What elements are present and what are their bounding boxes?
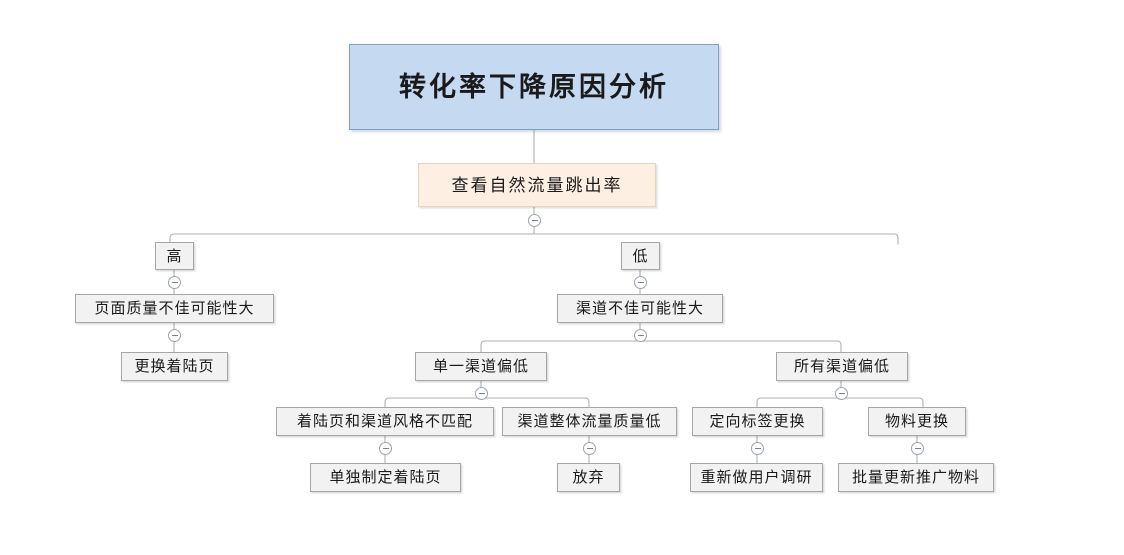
collapse-minus-circle-icon-low[interactable]	[634, 276, 647, 289]
node-replace-landing-page[interactable]: 更换着陆页	[121, 352, 228, 381]
node-label: 更换着陆页	[134, 358, 215, 375]
node-label: 转化率下降原因分析	[399, 71, 669, 102]
node-label: 渠道整体流量质量低	[517, 413, 662, 430]
node-label: 批量更新推广物料	[851, 469, 980, 486]
collapse-minus-circle-icon-material-replace[interactable]	[911, 442, 924, 455]
node-label: 重新做用户调研	[700, 469, 813, 486]
collapse-minus-circle-icon-high[interactable]	[168, 276, 181, 289]
collapse-minus-circle-icon-all-channel[interactable]	[835, 387, 848, 400]
node-label: 单独制定着陆页	[329, 469, 442, 486]
collapse-minus-circle-icon-check-bounce[interactable]	[528, 214, 541, 227]
node-label: 低	[632, 247, 649, 265]
collapse-minus-circle-icon-tag-replace[interactable]	[751, 442, 764, 455]
collapse-minus-circle-icon-page-quality[interactable]	[168, 329, 181, 342]
node-label: 所有渠道偏低	[793, 358, 890, 375]
node-low[interactable]: 低	[621, 242, 660, 270]
node-label: 查看自然流量跳出率	[451, 175, 623, 195]
node-label: 高	[166, 247, 183, 265]
node-targeting-tag-replace[interactable]: 定向标签更换	[692, 407, 823, 436]
node-high[interactable]: 高	[155, 242, 194, 270]
node-label: 定向标签更换	[709, 413, 806, 430]
collapse-minus-circle-icon-style-mismatch[interactable]	[379, 442, 392, 455]
node-label: 放弃	[572, 469, 605, 486]
collapse-minus-circle-icon-single-channel[interactable]	[475, 387, 488, 400]
node-abandon[interactable]: 放弃	[557, 463, 620, 492]
node-style-mismatch[interactable]: 着陆页和渠道风格不匹配	[276, 407, 494, 436]
node-check-organic-bounce-rate[interactable]: 查看自然流量跳出率	[418, 163, 656, 207]
node-label: 物料更换	[884, 413, 949, 430]
node-material-replace[interactable]: 物料更换	[868, 407, 966, 436]
node-redo-user-research[interactable]: 重新做用户调研	[690, 463, 823, 492]
node-label: 渠道不佳可能性大	[575, 300, 704, 317]
collapse-minus-circle-icon-traffic-quality[interactable]	[583, 442, 596, 455]
node-all-channel-low[interactable]: 所有渠道偏低	[776, 352, 908, 381]
node-label: 着陆页和渠道风格不匹配	[296, 413, 473, 430]
node-channel-traffic-quality-low[interactable]: 渠道整体流量质量低	[502, 407, 677, 436]
node-root-conversion-drop-analysis[interactable]: 转化率下降原因分析	[349, 44, 719, 130]
node-label: 页面质量不佳可能性大	[94, 300, 255, 317]
node-label: 单一渠道偏低	[432, 358, 529, 375]
node-single-channel-low[interactable]: 单一渠道偏低	[415, 352, 547, 381]
node-channel-bad[interactable]: 渠道不佳可能性大	[557, 294, 723, 323]
node-custom-landing-page[interactable]: 单独制定着陆页	[310, 463, 461, 492]
node-bulk-update-promo-material[interactable]: 批量更新推广物料	[838, 463, 994, 492]
node-page-quality-bad[interactable]: 页面质量不佳可能性大	[75, 294, 274, 323]
collapse-minus-circle-icon-channel-bad[interactable]	[634, 329, 647, 342]
